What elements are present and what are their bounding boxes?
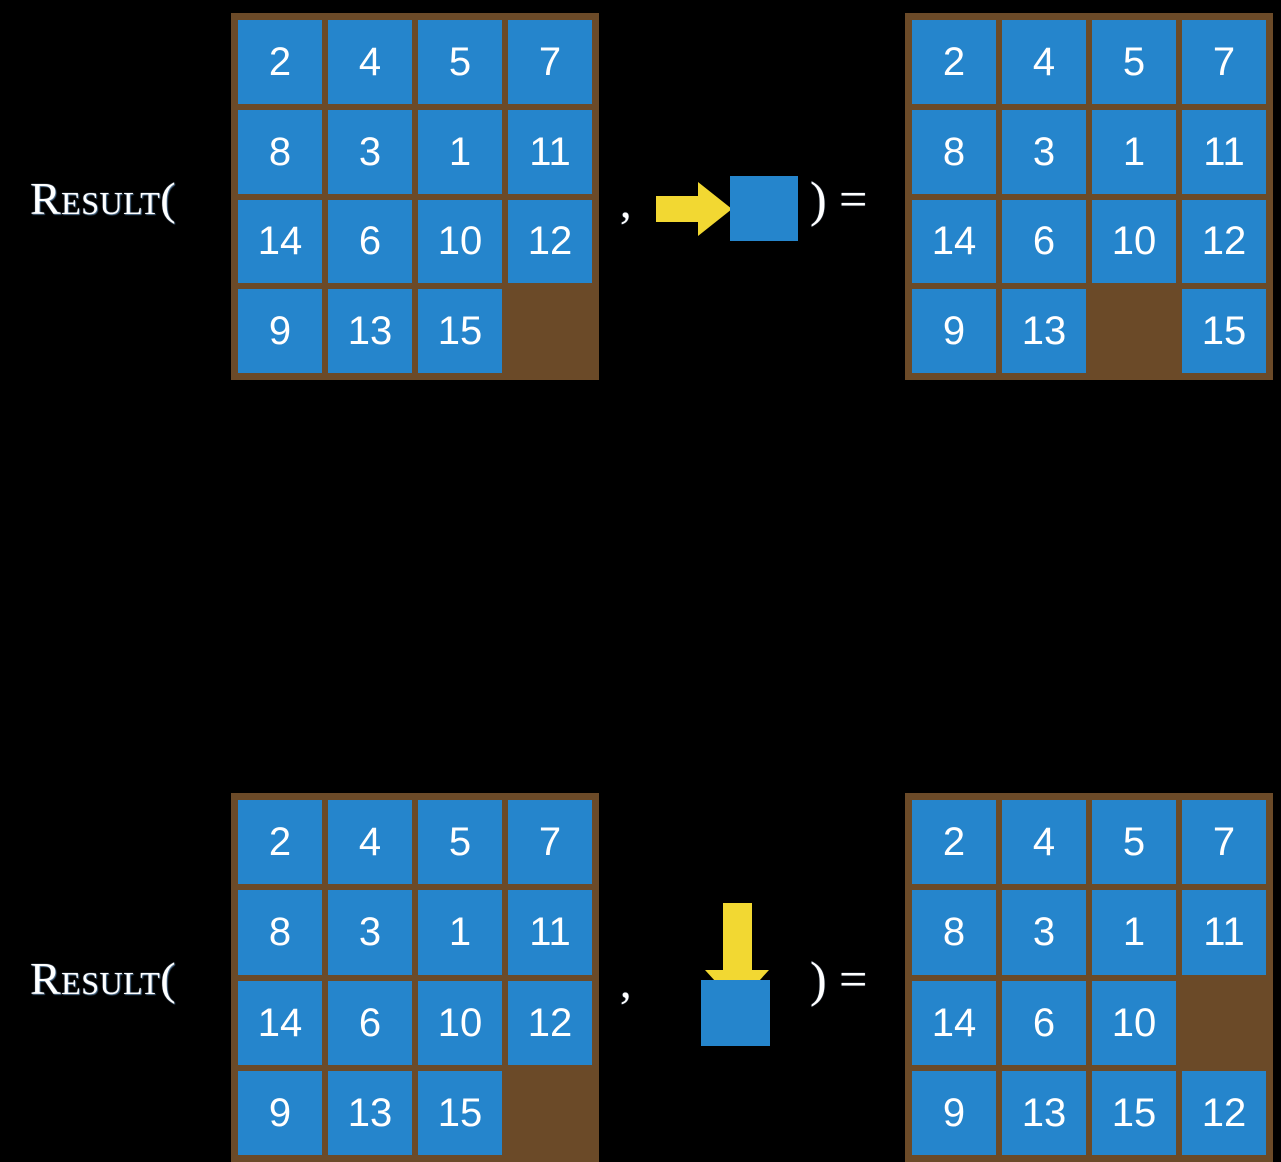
puzzle-tile[interactable]: 4 [328, 20, 412, 104]
puzzle-tile[interactable]: 3 [1002, 109, 1086, 194]
puzzle-tile[interactable]: 4 [1002, 20, 1086, 104]
puzzle-tile[interactable]: 5 [1092, 20, 1176, 104]
blank-cell [508, 289, 592, 373]
puzzle-tile[interactable]: 3 [328, 890, 412, 975]
puzzle-tile[interactable]: 1 [418, 109, 502, 194]
puzzle-tile[interactable]: 10 [1092, 980, 1176, 1065]
puzzle-tile[interactable]: 15 [418, 289, 502, 373]
puzzle-tile[interactable]: 5 [418, 800, 502, 885]
puzzle-tile[interactable]: 8 [238, 109, 322, 194]
puzzle-tile[interactable]: 6 [328, 980, 412, 1065]
close-paren-equals-top: ) = [810, 171, 868, 227]
puzzle-tile[interactable]: 12 [1182, 1070, 1266, 1155]
action-indicator-top [650, 160, 810, 260]
puzzle-tile[interactable]: 8 [238, 890, 322, 975]
puzzle-tile[interactable]: 14 [238, 199, 322, 284]
puzzle-tile[interactable]: 1 [418, 890, 502, 975]
close-paren-equals-bottom: ) = [810, 951, 868, 1007]
puzzle-tile[interactable]: 2 [238, 20, 322, 104]
puzzle-tile[interactable]: 3 [1002, 890, 1086, 975]
puzzle-tile[interactable]: 10 [418, 980, 502, 1065]
puzzle-tile[interactable]: 12 [508, 199, 592, 284]
puzzle-tile[interactable]: 6 [1002, 980, 1086, 1065]
puzzle-tile[interactable]: 11 [1182, 890, 1266, 975]
puzzle-tile[interactable]: 13 [328, 289, 412, 373]
puzzle-tile[interactable]: 15 [418, 1070, 502, 1155]
puzzle-tile[interactable]: 4 [1002, 800, 1086, 885]
puzzle-tile[interactable]: 6 [328, 199, 412, 284]
result-function-label-top: Result( [30, 173, 177, 224]
puzzle-tile[interactable]: 13 [1002, 1070, 1086, 1155]
puzzle-tile[interactable]: 11 [508, 890, 592, 975]
puzzle-tile[interactable]: 15 [1182, 289, 1266, 373]
result-function-label-bottom: Result( [30, 953, 177, 1004]
blank-cell [1182, 981, 1266, 1065]
puzzle-tile[interactable]: 9 [238, 1070, 322, 1155]
puzzle-tile[interactable]: 7 [508, 20, 592, 104]
puzzle-tile[interactable]: 11 [508, 109, 592, 194]
puzzle-tile[interactable]: 10 [1092, 199, 1176, 284]
puzzle-tile[interactable]: 4 [328, 800, 412, 885]
puzzle-tile[interactable]: 1 [1092, 109, 1176, 194]
blank-cell [1092, 289, 1176, 373]
puzzle-tile[interactable]: 13 [328, 1070, 412, 1155]
puzzle-tile[interactable]: 1 [1092, 890, 1176, 975]
puzzle-tile[interactable]: 2 [238, 800, 322, 885]
puzzle-tile[interactable]: 10 [418, 199, 502, 284]
comma-separator-bottom: , [620, 956, 632, 1007]
puzzle-tile[interactable]: 5 [418, 20, 502, 104]
puzzle-tile[interactable]: 12 [1182, 199, 1266, 284]
blank-tile-marker-bottom [701, 980, 770, 1046]
blank-cell [508, 1071, 592, 1155]
puzzle-tile[interactable]: 2 [912, 800, 996, 885]
action-indicator-bottom [690, 895, 810, 1055]
puzzle-tile[interactable]: 15 [1092, 1070, 1176, 1155]
puzzle-tile[interactable]: 6 [1002, 199, 1086, 284]
puzzle-tile[interactable]: 9 [238, 289, 322, 373]
puzzle-tile[interactable]: 3 [328, 109, 412, 194]
puzzle-tile[interactable]: 13 [1002, 289, 1086, 373]
blank-tile-marker-top [730, 176, 798, 241]
puzzle-tile[interactable]: 11 [1182, 109, 1266, 194]
puzzle-tile[interactable]: 14 [238, 980, 322, 1065]
puzzle-tile[interactable]: 9 [912, 289, 996, 373]
puzzle-tile[interactable]: 7 [1182, 20, 1266, 104]
comma-separator-top: , [620, 176, 632, 227]
puzzle-tile[interactable]: 7 [508, 800, 592, 885]
puzzle-tile[interactable]: 9 [912, 1070, 996, 1155]
arrow-right-icon [656, 182, 732, 236]
puzzle-tile[interactable]: 2 [912, 20, 996, 104]
puzzle-tile[interactable]: 14 [912, 199, 996, 284]
puzzle-tile[interactable]: 8 [912, 109, 996, 194]
puzzle-tile[interactable]: 7 [1182, 800, 1266, 885]
puzzle-tile[interactable]: 14 [912, 980, 996, 1065]
puzzle-tile[interactable]: 5 [1092, 800, 1176, 885]
puzzle-tile[interactable]: 12 [508, 980, 592, 1065]
puzzle-tile[interactable]: 8 [912, 890, 996, 975]
